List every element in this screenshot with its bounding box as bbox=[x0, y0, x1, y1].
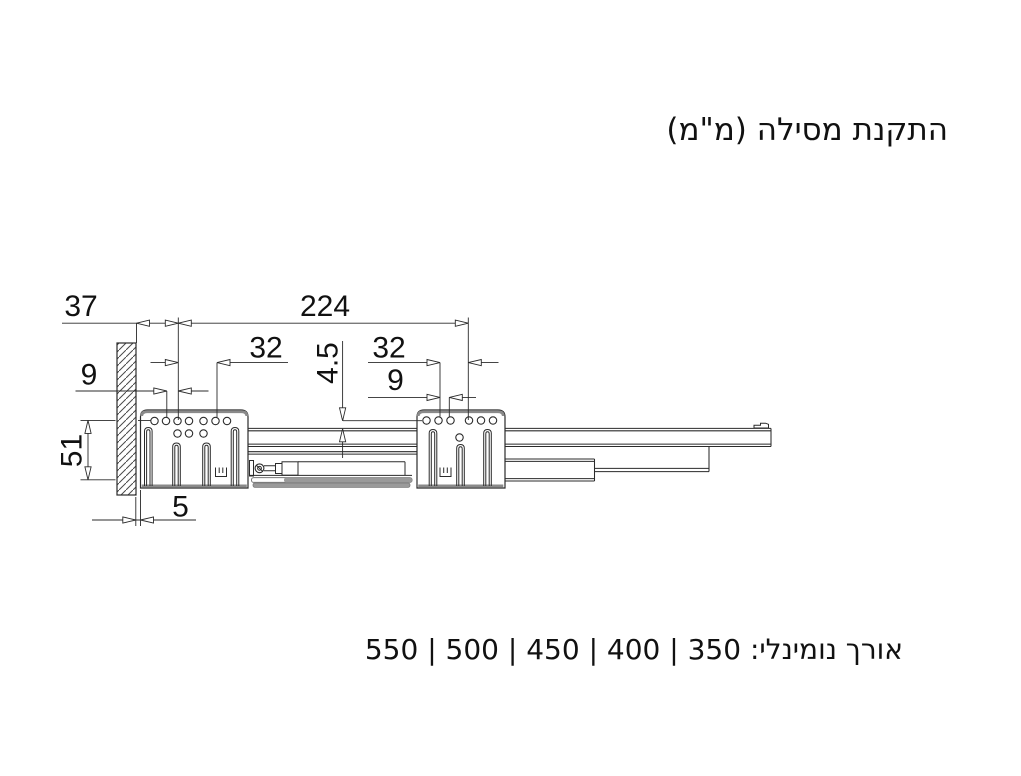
right-bracket-holes bbox=[422, 416, 498, 442]
dim-label-37: 37 bbox=[64, 290, 97, 323]
dim-label-32-left: 32 bbox=[249, 332, 282, 365]
dimension-37: 37 bbox=[62, 290, 469, 420]
dim-label-51: 51 bbox=[56, 434, 89, 467]
dimension-51: 51 bbox=[56, 419, 151, 481]
right-bracket-slots bbox=[428, 428, 492, 486]
dim-label-32-right: 32 bbox=[372, 332, 405, 365]
right-mounting-bracket bbox=[416, 409, 506, 489]
dimension-4-5: 4.5 bbox=[312, 341, 422, 458]
left-bracket-holes bbox=[150, 416, 232, 438]
dim-label-224: 224 bbox=[300, 290, 350, 323]
right-bracket-clip bbox=[439, 467, 452, 477]
nominal-length-text: אורך נומינלי: 350 | 400 | 450 | 500 | 55… bbox=[364, 633, 903, 666]
rail-end-clip bbox=[753, 422, 769, 429]
dimension-9-right: 9 bbox=[368, 364, 476, 417]
dim-label-5: 5 bbox=[172, 491, 189, 524]
page-title: התקנת מסילה (מ"מ) bbox=[666, 112, 948, 148]
wall-section bbox=[116, 342, 137, 496]
dim-label-9-right: 9 bbox=[387, 364, 404, 397]
lock-mechanism bbox=[249, 460, 412, 477]
dim-label-4-5: 4.5 bbox=[312, 342, 345, 384]
dimension-32-right: 32 bbox=[368, 332, 499, 417]
dim-label-9-left: 9 bbox=[81, 359, 98, 392]
left-bracket-slots bbox=[144, 426, 240, 486]
dimension-9-left: 9 bbox=[75, 359, 209, 417]
left-mounting-bracket bbox=[139, 409, 249, 489]
dimension-32-left: 32 bbox=[150, 332, 288, 417]
left-bracket-clip bbox=[215, 467, 227, 477]
slide-rails bbox=[248, 422, 772, 488]
damper-bars bbox=[251, 477, 413, 488]
dimension-5: 5 bbox=[92, 490, 196, 526]
dimension-224: 224 bbox=[177, 290, 469, 420]
